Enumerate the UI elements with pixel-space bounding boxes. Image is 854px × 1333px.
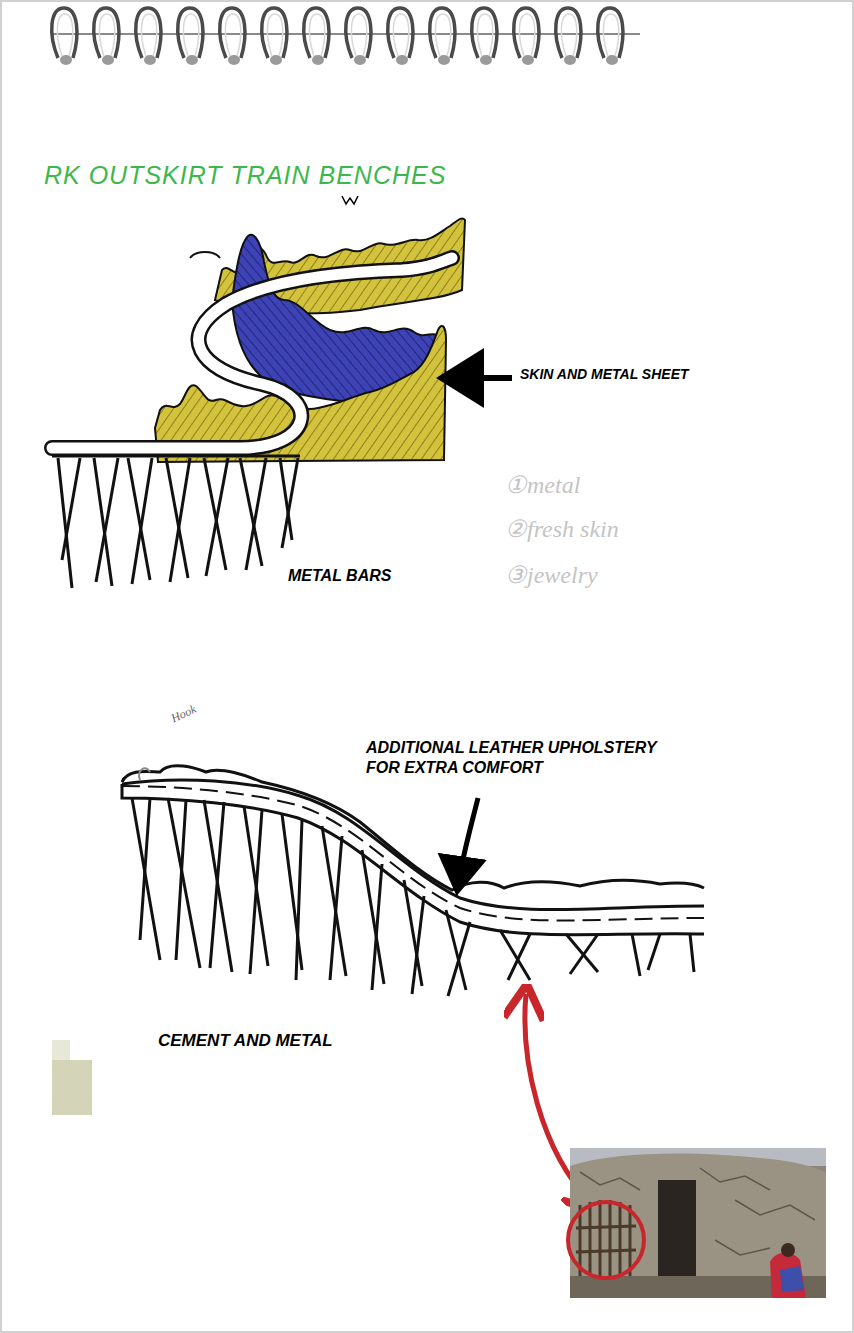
pencil-note: ③jewelry [505,560,725,590]
hook-note: Hook [169,679,248,726]
material-callout: SKIN AND METAL SHEET [520,366,820,384]
material-callout: CEMENT AND METAL [158,1030,458,1051]
pencil-note: ①metal [505,470,705,500]
sketch-title: RK OUTSKIRT TRAIN BENCHES [44,160,446,191]
upholstery-callout: ADDITIONAL LEATHER UPHOLSTERY FOR EXTRA … [366,738,676,778]
material-callout: METAL BARS [288,566,488,586]
pencil-note: ②fresh skin [505,514,725,544]
